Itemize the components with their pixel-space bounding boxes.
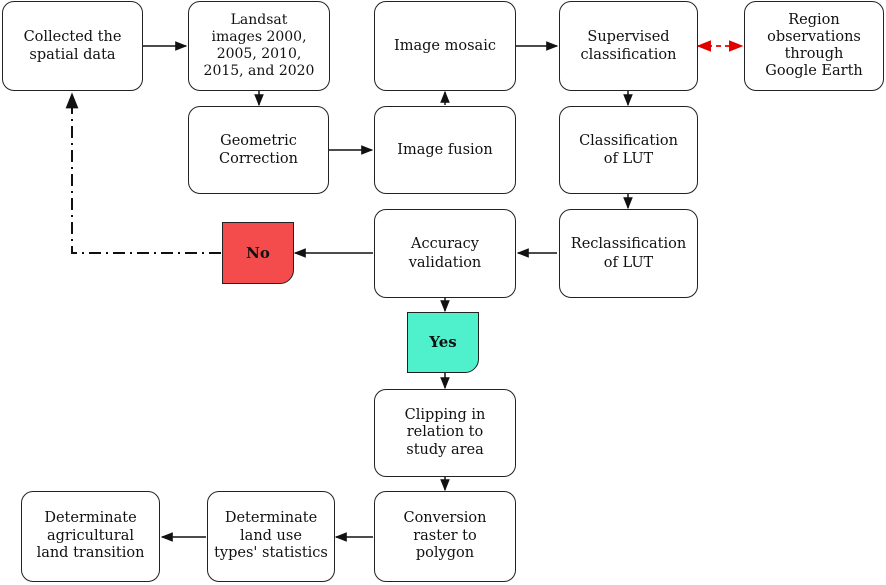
arrow-no-to-collected: [65, 92, 221, 254]
agricultural-land-transition-box: Determinate agricultural land transition: [21, 491, 160, 582]
reclassification-lut-box: Reclassification of LUT: [559, 209, 698, 298]
image-fusion-box: Image fusion: [374, 106, 516, 194]
clipping-study-area-box: Clipping in relation to study area: [374, 389, 516, 477]
collected-spatial-data-box: Collected the spatial data: [2, 1, 143, 91]
geometric-correction-box: Geometric Correction: [188, 106, 329, 194]
no-decision-box: No: [222, 222, 294, 284]
conversion-raster-polygon-box: Conversion raster to polygon: [374, 491, 516, 582]
supervised-classification-box: Supervised classification: [559, 1, 698, 91]
classification-lut-box: Classification of LUT: [559, 106, 698, 194]
land-use-statistics-box: Determinate land use types' statistics: [207, 491, 335, 582]
landsat-images-box: Landsat images 2000, 2005, 2010, 2015, a…: [188, 1, 330, 91]
image-mosaic-box: Image mosaic: [374, 1, 516, 91]
yes-decision-box: Yes: [407, 312, 479, 373]
accuracy-validation-box: Accuracy validation: [374, 209, 516, 298]
region-observations-box: Region observations through Google Earth: [744, 1, 884, 91]
